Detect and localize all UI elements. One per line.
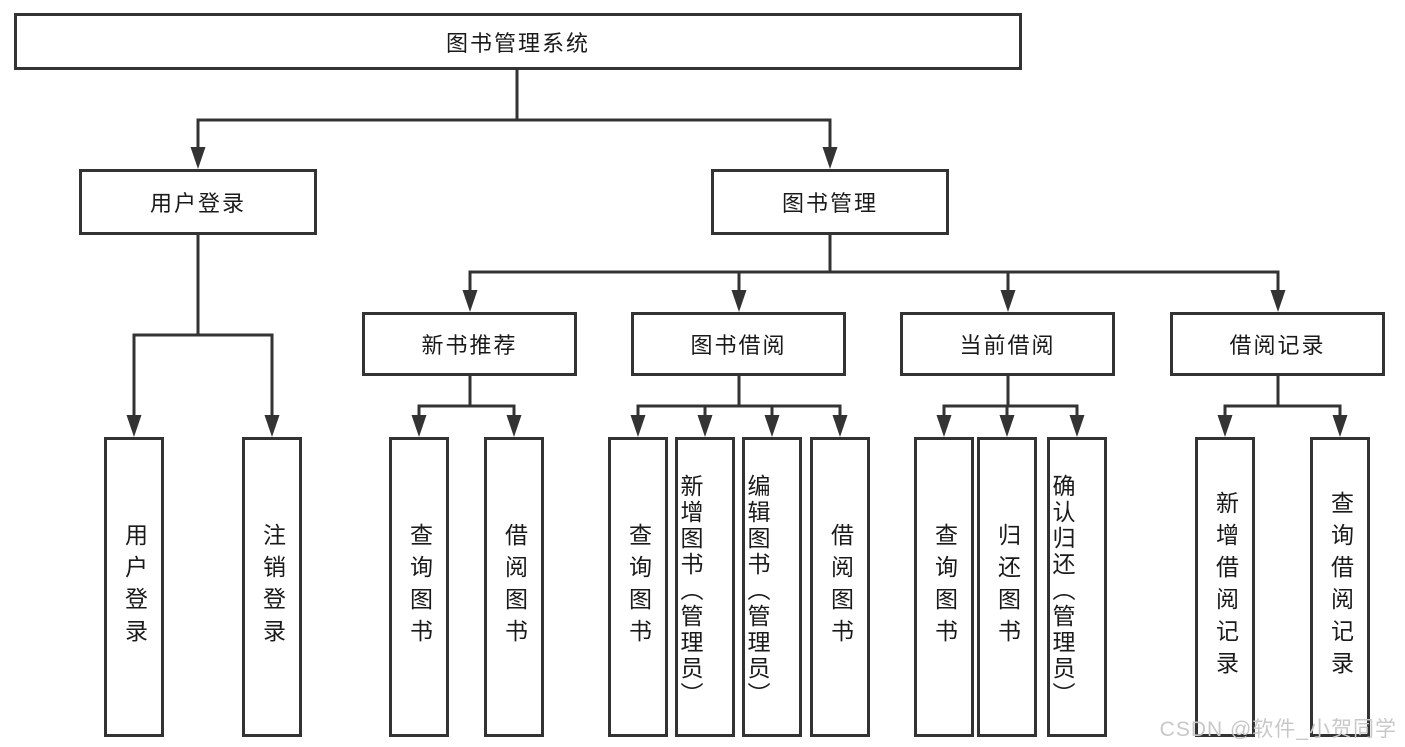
leaf-newbooks-query: 查询图书	[389, 437, 449, 737]
leaf-current-query-label: 查询图书	[931, 523, 958, 651]
leaf-newbooks-query-label: 查询图书	[406, 523, 433, 651]
leaf-logout-label: 注销登录	[259, 523, 286, 651]
leaf-bookborrow-edit-admin: 编辑图书（管理员）	[742, 437, 802, 737]
leaf-current-confirm-return-admin-label: 确认归还（管理员）	[1049, 473, 1075, 708]
leaf-bookborrow-query: 查询图书	[608, 437, 668, 737]
node-user-login: 用户登录	[79, 169, 317, 235]
node-new-book-recommend: 新书推荐	[362, 312, 577, 376]
leaf-records-query-label: 查询借阅记录	[1327, 491, 1354, 683]
node-new-book-recommend-label: 新书推荐	[421, 333, 518, 358]
edge-user-login-to-leaves	[126, 231, 280, 437]
node-borrow-records-label: 借阅记录	[1229, 333, 1326, 358]
leaf-bookborrow-edit-admin-label: 编辑图书（管理员）	[744, 473, 770, 708]
leaf-bookborrow-query-label: 查询图书	[625, 523, 652, 651]
leaf-current-query: 查询图书	[914, 437, 974, 737]
leaf-bookborrow-borrow-label: 借阅图书	[827, 523, 854, 651]
leaf-bookborrow-add-admin: 新增图书（管理员）	[675, 437, 735, 737]
edge-borrow-records-to-leaves	[1217, 372, 1348, 437]
leaf-user-login: 用户登录	[104, 437, 164, 737]
leaf-newbooks-borrow: 借阅图书	[484, 437, 544, 737]
edge-new-books-to-leaves	[411, 372, 522, 437]
node-root-label: 图书管理系统	[445, 30, 590, 56]
edge-book-borrow-to-leaves	[630, 372, 848, 437]
leaf-current-return: 归还图书	[977, 437, 1037, 737]
node-book-borrow-label: 图书借阅	[690, 333, 787, 358]
leaf-newbooks-borrow-label: 借阅图书	[501, 523, 528, 651]
node-user-login-label: 用户登录	[149, 191, 246, 216]
node-book-borrow: 图书借阅	[631, 312, 846, 376]
leaf-current-confirm-return-admin: 确认归还（管理员）	[1047, 437, 1107, 737]
edge-book-management-to-level3	[462, 231, 1286, 312]
leaf-bookborrow-add-admin-label: 新增图书（管理员）	[677, 473, 703, 708]
leaf-records-add: 新增借阅记录	[1195, 437, 1255, 737]
leaf-bookborrow-borrow: 借阅图书	[810, 437, 870, 737]
leaf-logout: 注销登录	[242, 437, 302, 737]
node-root-library-system: 图书管理系统	[14, 13, 1022, 70]
csdn-watermark: CSDN @软件_小贺同学	[1159, 718, 1397, 741]
node-borrow-records: 借阅记录	[1170, 312, 1385, 376]
node-current-borrow-label: 当前借阅	[959, 333, 1056, 358]
node-book-management: 图书管理	[711, 169, 949, 235]
node-current-borrow: 当前借阅	[900, 312, 1115, 376]
leaf-current-return-label: 归还图书	[994, 523, 1021, 651]
leaf-records-add-label: 新增借阅记录	[1212, 491, 1239, 683]
leaf-user-login-label: 用户登录	[121, 523, 148, 651]
leaf-records-query: 查询借阅记录	[1310, 437, 1370, 737]
node-book-management-label: 图书管理	[781, 191, 878, 216]
edge-root-to-level2	[190, 66, 838, 169]
edge-current-borrow-to-leaves	[936, 372, 1085, 437]
